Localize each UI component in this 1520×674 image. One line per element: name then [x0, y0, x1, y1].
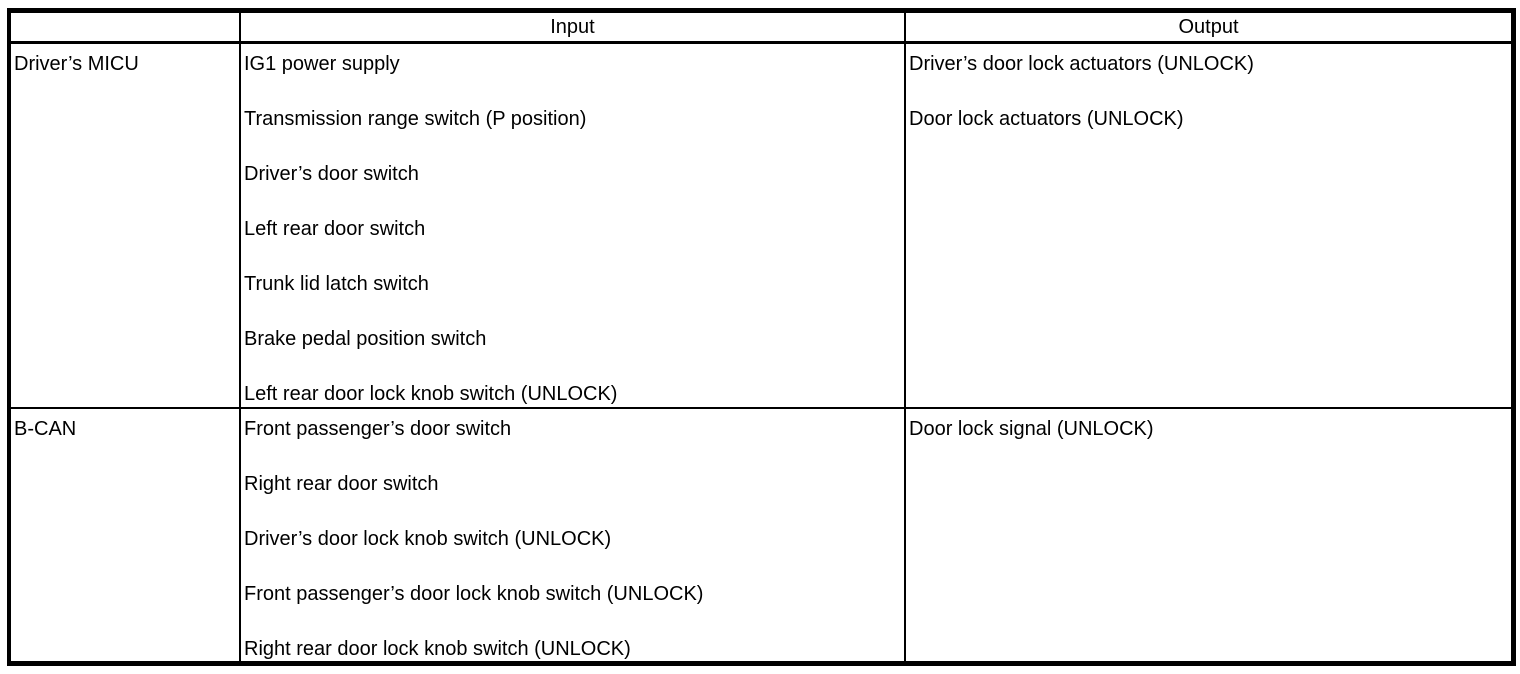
input-item: Front passenger’s door lock knob switch …	[244, 583, 704, 606]
input-item: Left rear door switch	[244, 218, 426, 241]
header-cell-input: Input	[239, 7, 906, 45]
input-item: Right rear door lock knob switch (UNLOCK…	[244, 638, 631, 661]
row-source-label: B-CAN	[14, 418, 77, 441]
row-header-cell: B-CAN	[7, 407, 241, 667]
input-item: Right rear door switch	[244, 473, 439, 496]
header-cell-source	[7, 7, 241, 45]
input-item: Transmission range switch (P position)	[244, 108, 587, 131]
input-list-cell: Front passenger’s door switch Right rear…	[239, 407, 906, 667]
input-item: Brake pedal position switch	[244, 328, 487, 351]
row-header-cell: Driver’s MICU	[7, 41, 241, 410]
input-item: Driver’s door lock knob switch (UNLOCK)	[244, 528, 612, 551]
input-item: Front passenger’s door switch	[244, 418, 512, 441]
input-item: Driver’s door switch	[244, 163, 419, 186]
input-item: IG1 power supply	[244, 53, 400, 76]
table-header-row: Input Output	[7, 7, 1516, 45]
output-item: Driver’s door lock actuators (UNLOCK)	[909, 53, 1254, 76]
header-cell-output: Output	[904, 7, 1516, 45]
output-item: Door lock signal (UNLOCK)	[909, 418, 1154, 441]
input-item: Left rear door lock knob switch (UNLOCK)	[244, 383, 618, 406]
output-list-cell: Door lock signal (UNLOCK)	[904, 407, 1516, 667]
input-list-cell: IG1 power supply Transmission range swit…	[239, 41, 906, 410]
table-row-b-can: B-CAN Front passenger’s door switch Righ…	[7, 407, 1516, 667]
input-item: Trunk lid latch switch	[244, 273, 429, 296]
output-item: Door lock actuators (UNLOCK)	[909, 108, 1184, 131]
output-list-cell: Driver’s door lock actuators (UNLOCK) Do…	[904, 41, 1516, 410]
table-row-drivers-micu: Driver’s MICU IG1 power supply Transmiss…	[7, 41, 1516, 410]
row-source-label: Driver’s MICU	[14, 53, 139, 76]
io-signal-table: Input Output Driver’s MICU IG1 power sup…	[7, 7, 1516, 667]
